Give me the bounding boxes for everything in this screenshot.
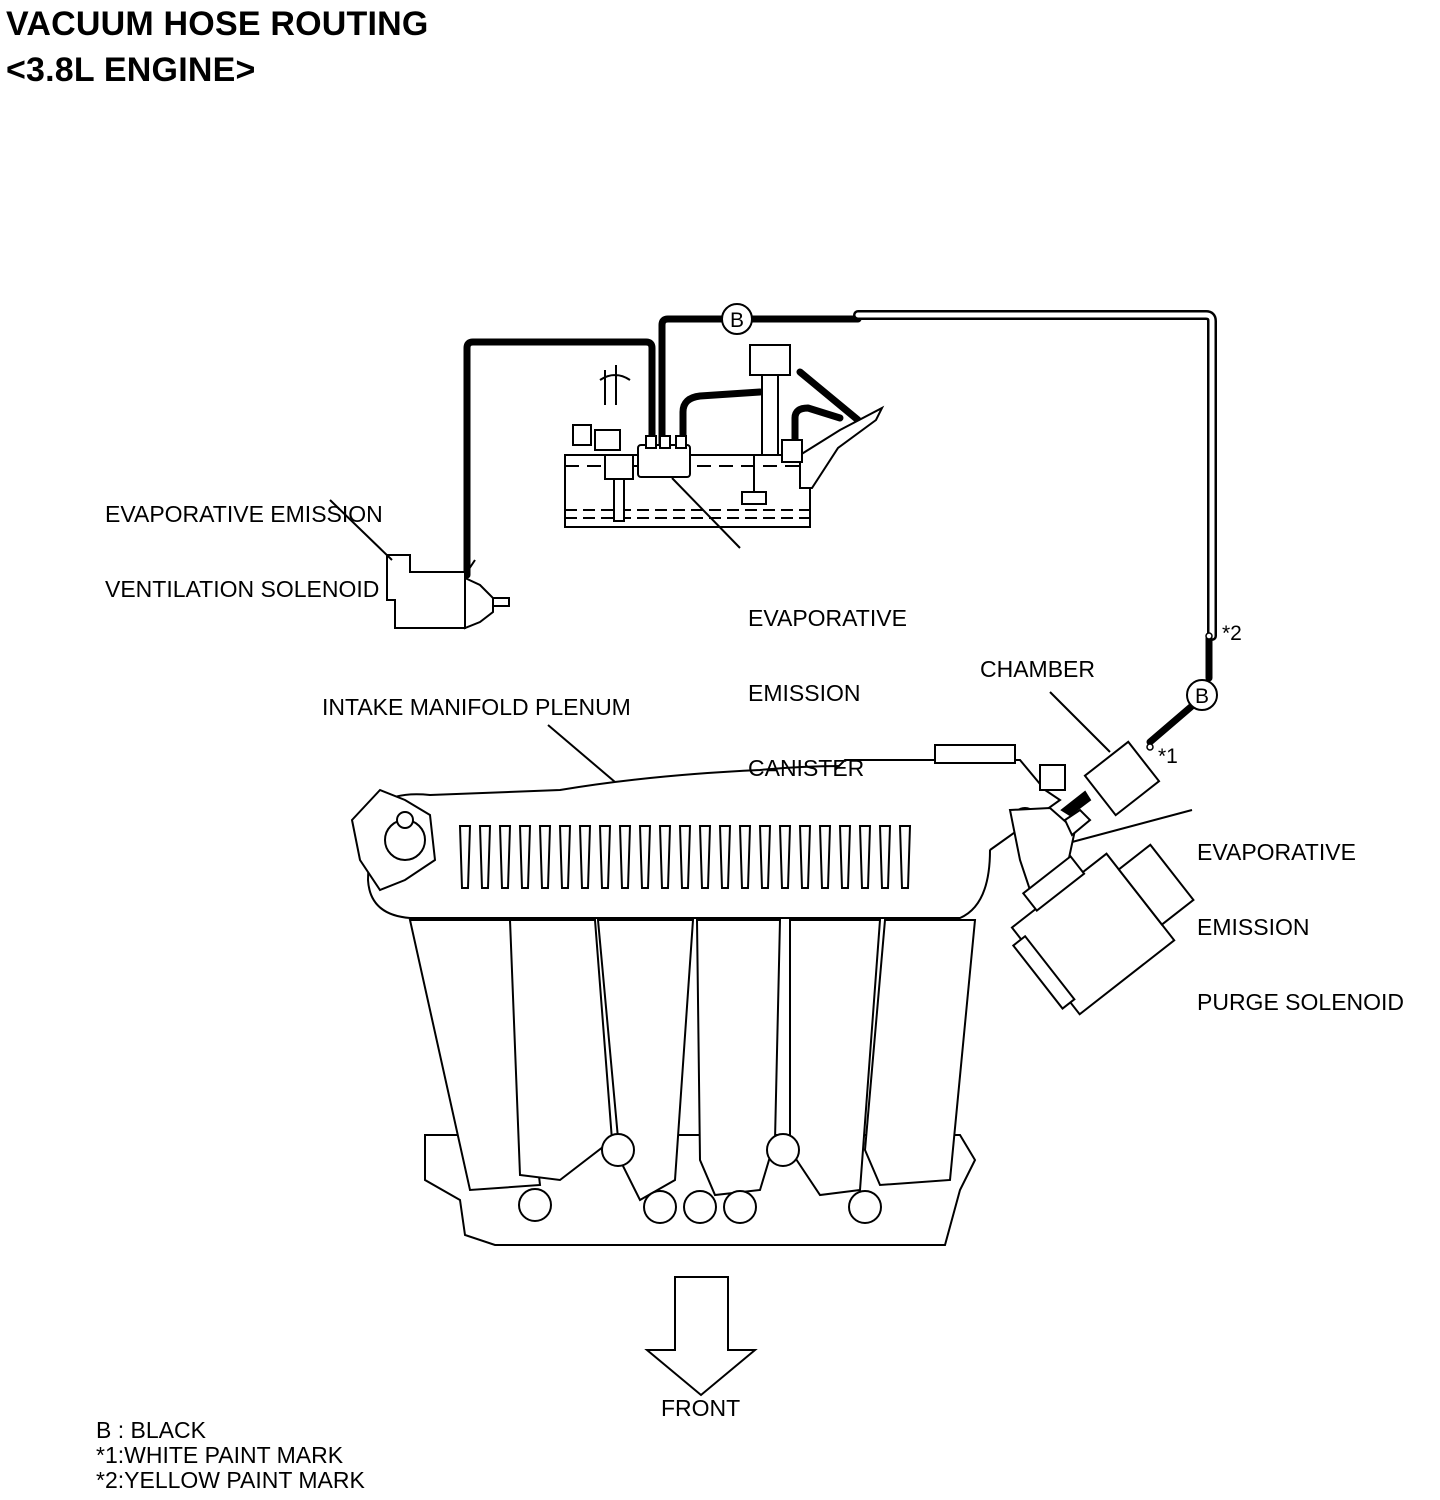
label-intake-plenum: INTAKE MANIFOLD PLENUM bbox=[322, 694, 631, 720]
hose-black-to-chamber bbox=[1146, 702, 1196, 746]
diagram-title-line2: <3.8L ENGINE> bbox=[6, 51, 256, 89]
label-front: FRONT bbox=[661, 1395, 741, 1421]
paint-mark-1-dot bbox=[1146, 743, 1154, 751]
legend-item-yellow-paint: *2:YELLOW PAINT MARK bbox=[96, 1467, 365, 1493]
leader-chamber bbox=[1049, 691, 1111, 753]
label-purge-solenoid-line3: PURGE SOLENOID bbox=[1197, 989, 1405, 1015]
label-ventilation-solenoid-line1: EVAPORATIVE EMISSION bbox=[105, 501, 383, 527]
intake-manifold-drawing bbox=[350, 740, 1195, 1246]
diagram-title-line1: VACUUM HOSE ROUTING bbox=[6, 5, 429, 43]
leader-plenum bbox=[547, 724, 616, 783]
marker-b-top: B bbox=[730, 309, 744, 332]
label-purge-solenoid: EVAPORATIVE EMISSION PURGE SOLENOID bbox=[1197, 790, 1404, 1040]
label-purge-solenoid-line1: EVAPORATIVE bbox=[1197, 839, 1356, 865]
marker-b-right-circle bbox=[1186, 679, 1218, 711]
vacuum-hoses bbox=[463, 310, 1217, 746]
hose-canister-internal-c bbox=[796, 368, 862, 424]
legend-item-black: B : BLACK bbox=[96, 1417, 206, 1443]
label-purge-solenoid-line2: EMISSION bbox=[1197, 914, 1310, 940]
canister-drawing bbox=[564, 344, 885, 528]
paint-mark-2-dot bbox=[1205, 632, 1213, 640]
label-canister: EVAPORATIVE EMISSION CANISTER bbox=[748, 556, 907, 806]
legend-item-white-paint: *1:WHITE PAINT MARK bbox=[96, 1442, 344, 1468]
label-ventilation-solenoid-line2: VENTILATION SOLENOID bbox=[105, 576, 380, 602]
paint-mark-1-label: *1 bbox=[1158, 745, 1178, 768]
hose-ventilation-to-canister bbox=[463, 338, 656, 579]
leader-ventilation bbox=[329, 499, 393, 561]
label-canister-line2: EMISSION bbox=[748, 680, 861, 706]
marker-b-top-circle bbox=[721, 303, 753, 335]
label-chamber: CHAMBER bbox=[980, 656, 1096, 682]
label-ventilation-solenoid: EVAPORATIVE EMISSION VENTILATION SOLENOI… bbox=[105, 452, 383, 627]
paint-mark-2-label: *2 bbox=[1222, 622, 1242, 645]
hose-markers: B B *2 *1 bbox=[721, 303, 1242, 768]
ventilation-solenoid-drawing bbox=[386, 554, 510, 630]
hose-canister-internal-b bbox=[791, 404, 844, 444]
marker-b-right: B bbox=[1195, 685, 1209, 708]
leader-canister bbox=[671, 477, 741, 549]
hose-white-run-inner bbox=[855, 312, 1215, 639]
leader-purge bbox=[1071, 809, 1193, 843]
legend: B : BLACK *1:WHITE PAINT MARK *2:YELLOW … bbox=[96, 1418, 365, 1493]
leader-lines bbox=[329, 477, 1193, 843]
label-canister-line3: CANISTER bbox=[748, 755, 865, 781]
plenum-ribs bbox=[458, 825, 912, 889]
hose-canister-to-marker-b bbox=[658, 315, 862, 454]
hose-canister-internal-a bbox=[679, 388, 764, 449]
hose-white-run-outer bbox=[853, 310, 1217, 641]
front-arrow bbox=[644, 1276, 758, 1397]
label-canister-line1: EVAPORATIVE bbox=[748, 605, 907, 631]
